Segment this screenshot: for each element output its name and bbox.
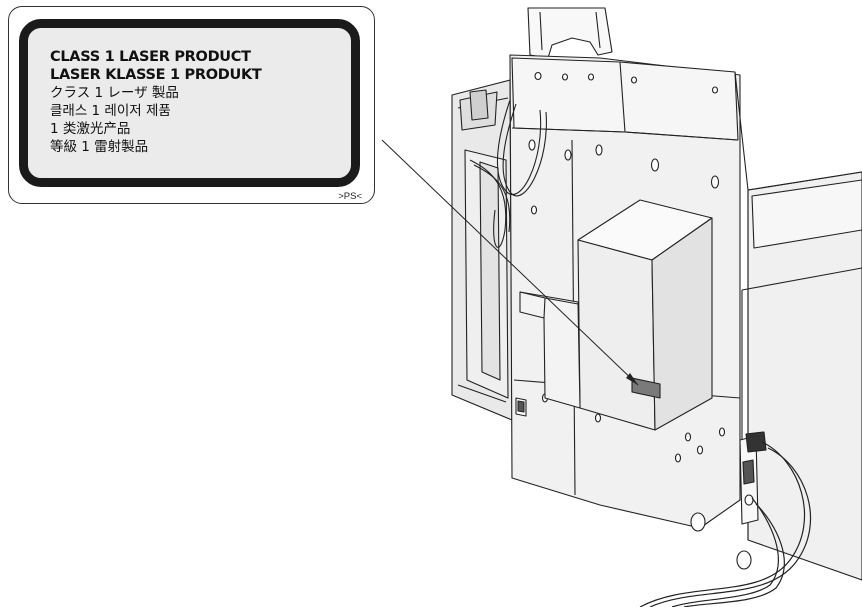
panel-screws [528, 71, 726, 463]
laser-unit-bracket [519, 291, 581, 409]
caster-left [690, 512, 706, 532]
label-location-marker [631, 377, 661, 399]
label-line-chinese-traditional: 等級 1 雷射製品 [50, 139, 149, 155]
leader-line [381, 139, 639, 386]
laser-warning-label: CLASS 1 LASER PRODUCT LASER KLASSE 1 PRO… [19, 19, 360, 187]
laser-unit-box-front [577, 239, 656, 431]
internal-cables [469, 99, 547, 248]
caster-right [736, 550, 752, 570]
label-line-chinese-simplified: 1 类激光产品 [50, 121, 131, 137]
power-cord [639, 441, 812, 607]
label-line-german: LASER KLASSE 1 PRODUKT [50, 67, 262, 83]
power-switch [742, 459, 755, 485]
label-line-english: CLASS 1 LASER PRODUCT [50, 49, 251, 65]
inlet-hole [744, 494, 754, 506]
leader-arrowhead [626, 373, 638, 385]
label-line-korean: 클래스 1 레이저 제품 [50, 103, 171, 119]
laser-unit-box-side [651, 217, 713, 431]
tray-top [751, 179, 862, 249]
label-material-code: >PS< [338, 191, 362, 202]
printer-body [451, 7, 862, 581]
power-plug [745, 431, 767, 453]
label-line-japanese: クラス 1 レーザ 製品 [50, 85, 179, 101]
laser-warning-label-card: CLASS 1 LASER PRODUCT LASER KLASSE 1 PRO… [8, 6, 375, 204]
label-text-block: CLASS 1 LASER PRODUCT LASER KLASSE 1 PRO… [50, 48, 262, 156]
